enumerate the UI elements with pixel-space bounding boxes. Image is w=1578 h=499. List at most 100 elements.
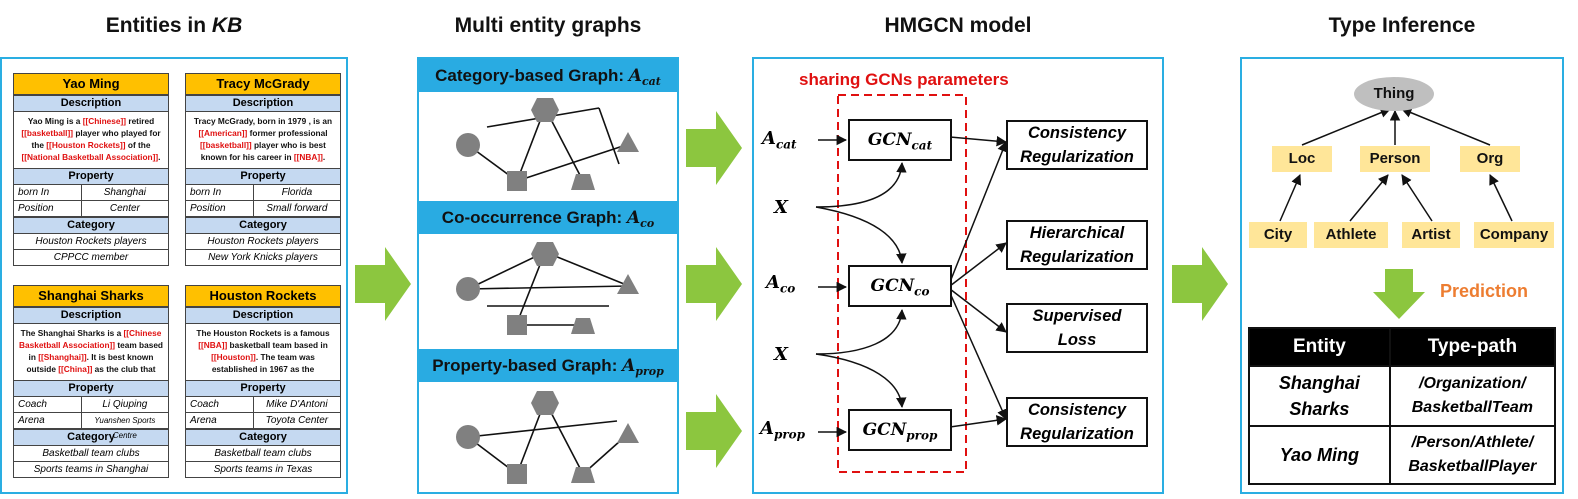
- description-text: basketball team based in: [227, 340, 328, 350]
- property-value: Center: [109, 203, 140, 214]
- table-cell-entity: Yao Ming: [1248, 425, 1391, 485]
- description-text: . It is best known outside: [26, 352, 154, 374]
- entity-title: Yao Ming: [14, 74, 168, 95]
- wiki-link: [[American]]: [198, 128, 248, 138]
- category-item: New York Knicks players: [208, 252, 318, 263]
- type-node-org: Org: [1460, 146, 1520, 172]
- wiki-link: [[basketball]]: [200, 140, 252, 150]
- entity-description: The Houston Rockets is a famous [[NBA]] …: [186, 324, 340, 380]
- entity-description: Tracy McGrady, born in 1979 , is an [[Am…: [186, 112, 340, 168]
- description-text: retired: [126, 116, 155, 126]
- description-header: Description: [14, 307, 168, 324]
- input-a-prop: Aprop: [760, 418, 806, 442]
- graph-node-circle: [456, 133, 480, 157]
- property-row: Coach Mike D'Antoni: [186, 397, 340, 413]
- graph-node-circle: [456, 277, 480, 301]
- table-cell-type-path: /Person/Athlete/BasketballPlayer: [1388, 425, 1557, 485]
- entity-title: Houston Rockets: [186, 286, 340, 307]
- wiki-link: [[National Basketball Association]]: [21, 152, 159, 162]
- category-item: Houston Rockets players: [186, 234, 340, 250]
- flow-arrow-model-to-inference: [1172, 247, 1228, 321]
- graph-node-square: [507, 464, 527, 484]
- entity-description: Yao Ming is a [[Chinese]] retired [[bask…: [14, 112, 168, 168]
- heading-multi-entity-graphs: Multi entity graphs: [454, 14, 642, 37]
- wiki-link: [[Houston]]: [211, 352, 256, 362]
- graph-node-trapezoid: [571, 467, 595, 483]
- category-item: CPPCC member: [53, 252, 129, 263]
- property-value: Toyota Center: [265, 415, 329, 426]
- category-item: Sports teams in Shanghai: [33, 464, 149, 475]
- property-value: Mike D'Antoni: [266, 399, 328, 410]
- property-key: Coach: [186, 397, 254, 412]
- flow-arrow-category-to-model: [686, 111, 742, 185]
- co-occurrence-graph: [456, 242, 639, 335]
- graph-node-hexagon: [531, 98, 559, 122]
- heading-entities-in-kb: Entities in KB: [105, 14, 243, 37]
- property-key: Position: [186, 201, 254, 216]
- description-header: Description: [14, 95, 168, 112]
- gcn-cat-box: GCNcat: [848, 119, 952, 161]
- wiki-link: [[Shanghai]]: [38, 352, 87, 362]
- description-text: Tracy McGrady, born in 1979 , is an: [193, 116, 333, 126]
- property-value: Florida: [281, 187, 313, 198]
- type-hierarchy-edges: [1279, 107, 1513, 319]
- table-cell-type-path: /Organization/BasketballTeam: [1388, 365, 1557, 427]
- type-node-person: Person: [1360, 146, 1430, 172]
- prediction-arrow: [1373, 269, 1425, 319]
- graph-node-hexagon: [531, 391, 559, 415]
- wiki-link: [[NBA]]: [293, 152, 323, 162]
- category-item: Basketball team clubs: [186, 446, 340, 462]
- heading-hmgcn-model: HMGCN model: [884, 14, 1032, 37]
- type-node-loc: Loc: [1272, 146, 1332, 172]
- graph-node-triangle: [617, 132, 639, 152]
- property-header: Property: [14, 380, 168, 397]
- category-graph: [456, 98, 639, 191]
- description-text: Yao Ming is a: [27, 116, 83, 126]
- category-header: Category: [186, 217, 340, 234]
- input-a-co: Aco: [766, 272, 796, 296]
- wiki-link: [[Chinese]]: [82, 116, 127, 126]
- graph-node-hexagon: [531, 242, 559, 266]
- description-text: as the club that: [92, 364, 156, 374]
- property-key: Position: [14, 201, 82, 216]
- category-header: Category: [14, 217, 168, 234]
- wiki-link: [[basketball]]: [21, 128, 74, 138]
- graph-node-circle: [456, 425, 480, 449]
- category-item: Basketball team clubs: [14, 446, 168, 462]
- category-item: Sports teams in Texas: [213, 464, 313, 475]
- property-key: born In: [14, 185, 82, 200]
- property-key: born In: [186, 185, 254, 200]
- graph-node-trapezoid: [571, 174, 595, 190]
- graph-header-co-occurrence: Co-occurrence Graph: Aco: [419, 201, 677, 234]
- entity-description: The Shanghai Sharks is a [[Chinese Baske…: [14, 324, 168, 380]
- description-text: .: [158, 152, 161, 162]
- type-node-athlete: Athlete: [1314, 222, 1388, 248]
- input-x-1: X: [774, 197, 788, 218]
- entity-title: Shanghai Sharks: [14, 286, 168, 307]
- wiki-link: [[Houston Rockets]]: [46, 140, 126, 150]
- property-value: Shanghai: [103, 187, 146, 198]
- table-header-type-path: Type-path: [1388, 327, 1557, 367]
- type-node-city: City: [1249, 222, 1307, 248]
- property-header: Property: [186, 168, 340, 185]
- graph-header-property: Property-based Graph: Aprop: [419, 349, 677, 382]
- category-header: Category: [186, 429, 340, 446]
- model-connections: [815, 94, 1008, 473]
- property-value: Yuanshen Sports Centre: [94, 416, 156, 440]
- graph-node-trapezoid: [571, 318, 595, 334]
- wiki-link: [[NBA]]: [198, 340, 228, 350]
- wiki-link: [[China]]: [58, 364, 93, 374]
- description-text: . The team was established in 1967 as th…: [211, 352, 315, 374]
- graph-node-triangle: [617, 274, 639, 294]
- prediction-label: Prediction: [1440, 281, 1529, 301]
